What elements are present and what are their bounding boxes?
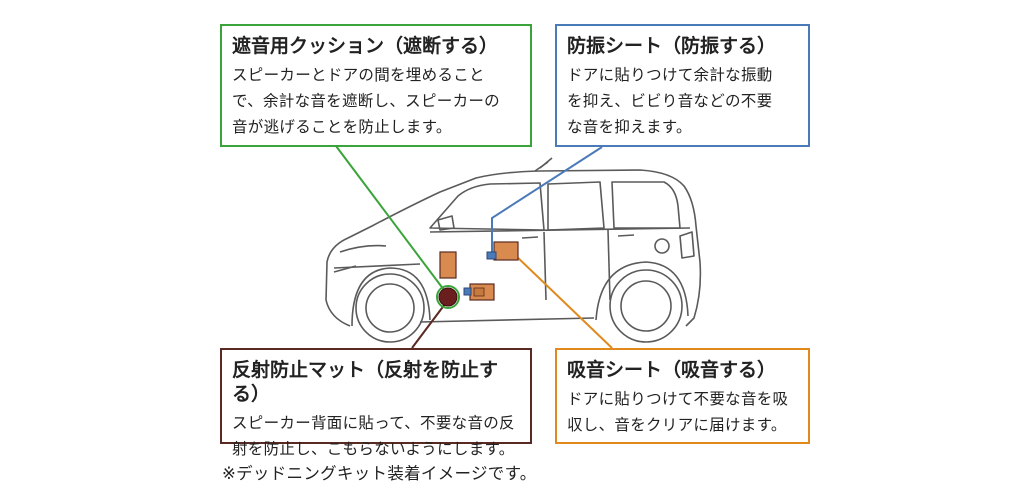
speaker-green-ring — [436, 285, 460, 309]
callout-absorption-sheet: 吸音シート（吸音する） ドアに貼りつけて不要な音を吸 収し、音をクリアに届けます… — [555, 348, 810, 444]
vibration-sheet-small-lower — [463, 287, 472, 296]
callout-line: 射を防止し、こもらないようにします。 — [232, 440, 515, 458]
car-outline — [325, 157, 702, 343]
callout-title: 吸音シート（吸音する） — [567, 359, 777, 381]
callout-line: ドアに貼りつけて不要な音を吸 — [567, 390, 789, 408]
footnote: ※デッドニングキット装着イメージです。 — [222, 464, 537, 483]
callout-anti-reflection-mat: 反射防止マット（反射を防止する） スピーカー背面に貼って、不要な音の反 射を防止… — [220, 348, 532, 458]
leader-line-brown — [411, 299, 449, 349]
callout-line: 収し、音をクリアに届けます。 — [567, 416, 787, 434]
callout-anti-vibration-sheet: 防振シート（防振する） ドアに貼りつけて余計な振動 を抑え、ビビり音などの不要 … — [555, 24, 810, 147]
callout-body: ドアに貼りつけて余計な振動 を抑え、ビビり音などの不要 な音を抑えます。 — [567, 62, 798, 140]
leader-line-orange — [513, 253, 613, 349]
callout-body: スピーカー背面に貼って、不要な音の反 射を防止し、こもらないようにします。 — [232, 410, 520, 462]
door-lower-pad-inner — [473, 287, 485, 297]
callout-line: ドアに貼りつけて余計な振動 — [567, 66, 773, 84]
speaker-mat — [438, 287, 458, 307]
door-upper-pad — [493, 241, 519, 261]
callout-title: 反射防止マット（反射を防止する） — [232, 359, 499, 405]
callout-shield-cushion: 遮音用クッション（遮断する） スピーカーとドアの間を埋めること で、余計な音を遮… — [220, 24, 532, 147]
leader-line-blue — [491, 146, 603, 252]
absorption-sheet-pad — [439, 251, 457, 279]
callout-line: スピーカーとドアの間を埋めること — [232, 66, 485, 84]
leader-line-green — [335, 145, 451, 299]
callout-title: 遮音用クッション（遮断する） — [232, 35, 499, 57]
callout-body: スピーカーとドアの間を埋めること で、余計な音を遮断し、スピーカーの 音が逃げる… — [232, 62, 520, 140]
callout-line: で、余計な音を遮断し、スピーカーの — [232, 92, 500, 110]
callout-line: スピーカー背面に貼って、不要な音の反 — [232, 414, 515, 432]
callout-line: な音を抑えます。 — [567, 118, 692, 136]
callout-title: 防振シート（防振する） — [567, 35, 777, 57]
vibration-sheet-small — [486, 251, 497, 260]
callout-body: ドアに貼りつけて不要な音を吸 収し、音をクリアに届けます。 — [567, 386, 798, 438]
callout-line: を抑え、ビビり音などの不要 — [567, 92, 773, 110]
callout-line: 音が逃げることを防止します。 — [232, 118, 452, 136]
